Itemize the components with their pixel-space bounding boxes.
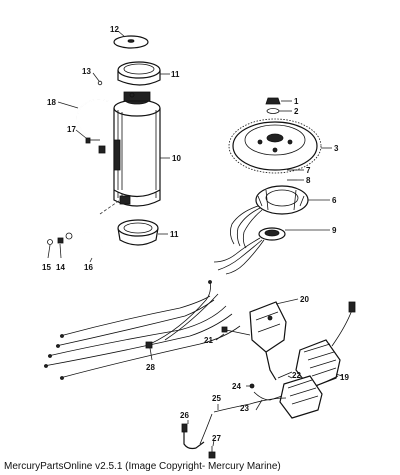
callout-18: 18 [47,98,56,107]
part-26-plug-boot[interactable] [181,413,213,450]
callout-22: 22 [292,371,301,380]
part-15-washer[interactable] [47,239,53,245]
callout-26: 26 [180,411,189,420]
callout-16: 16 [84,263,93,272]
part-17-bolt[interactable] [85,137,100,144]
part-24-screw[interactable] [249,383,255,389]
callout-6: 6 [332,196,337,205]
callout-2: 2 [294,107,299,116]
callout-1: 1 [294,97,299,106]
part-27-terminal[interactable] [208,446,216,459]
part-12-cap-disc[interactable] [113,35,149,49]
callout-17: 17 [67,125,76,134]
callout-12: 12 [110,25,119,34]
callout-27: 27 [212,434,221,443]
part-19-ignition-coils[interactable] [279,301,356,419]
callout-23: 23 [240,404,249,413]
callout-20: 20 [300,295,309,304]
callout-15: 15 [42,263,51,272]
part-3-flywheel[interactable] [228,118,322,174]
part-11-upper-boot[interactable] [117,61,161,86]
part-1-nut[interactable] [265,97,281,105]
part-9-trigger[interactable] [213,227,286,275]
callout-11-upper: 11 [171,70,180,79]
callout-3: 3 [334,144,339,153]
callout-13: 13 [82,67,91,76]
callout-21: 21 [204,336,213,345]
part-21-screw[interactable] [221,326,251,336]
callout-28: 28 [146,363,155,372]
part-11-lower-boot[interactable] [117,219,159,246]
callout-9: 9 [332,226,337,235]
callout-24: 24 [232,382,241,391]
part-14-nut[interactable] [57,237,64,244]
callout-10: 10 [172,154,181,163]
part-28-harness[interactable] [43,280,241,380]
part-20-switch-box[interactable] [249,301,287,381]
part-25-lead[interactable] [213,397,287,413]
part-18-cable[interactable] [76,99,109,154]
part-16-lead[interactable] [65,232,104,257]
callout-11-lower: 11 [170,230,179,239]
part-2-washer[interactable] [266,108,280,114]
part-22-strap[interactable] [277,371,293,379]
callout-25: 25 [212,394,221,403]
part-6-stator[interactable] [230,185,309,249]
image-caption: MercuryPartsOnline v2.5.1 (Image Copyrig… [4,461,281,472]
callout-14: 14 [56,263,65,272]
callout-19: 19 [340,373,349,382]
part-23-lead[interactable] [253,391,283,401]
part-13-clip[interactable] [97,80,103,86]
part-10-starter-motor[interactable] [113,91,161,207]
callout-8: 8 [306,176,311,185]
callout-7: 7 [306,166,311,175]
